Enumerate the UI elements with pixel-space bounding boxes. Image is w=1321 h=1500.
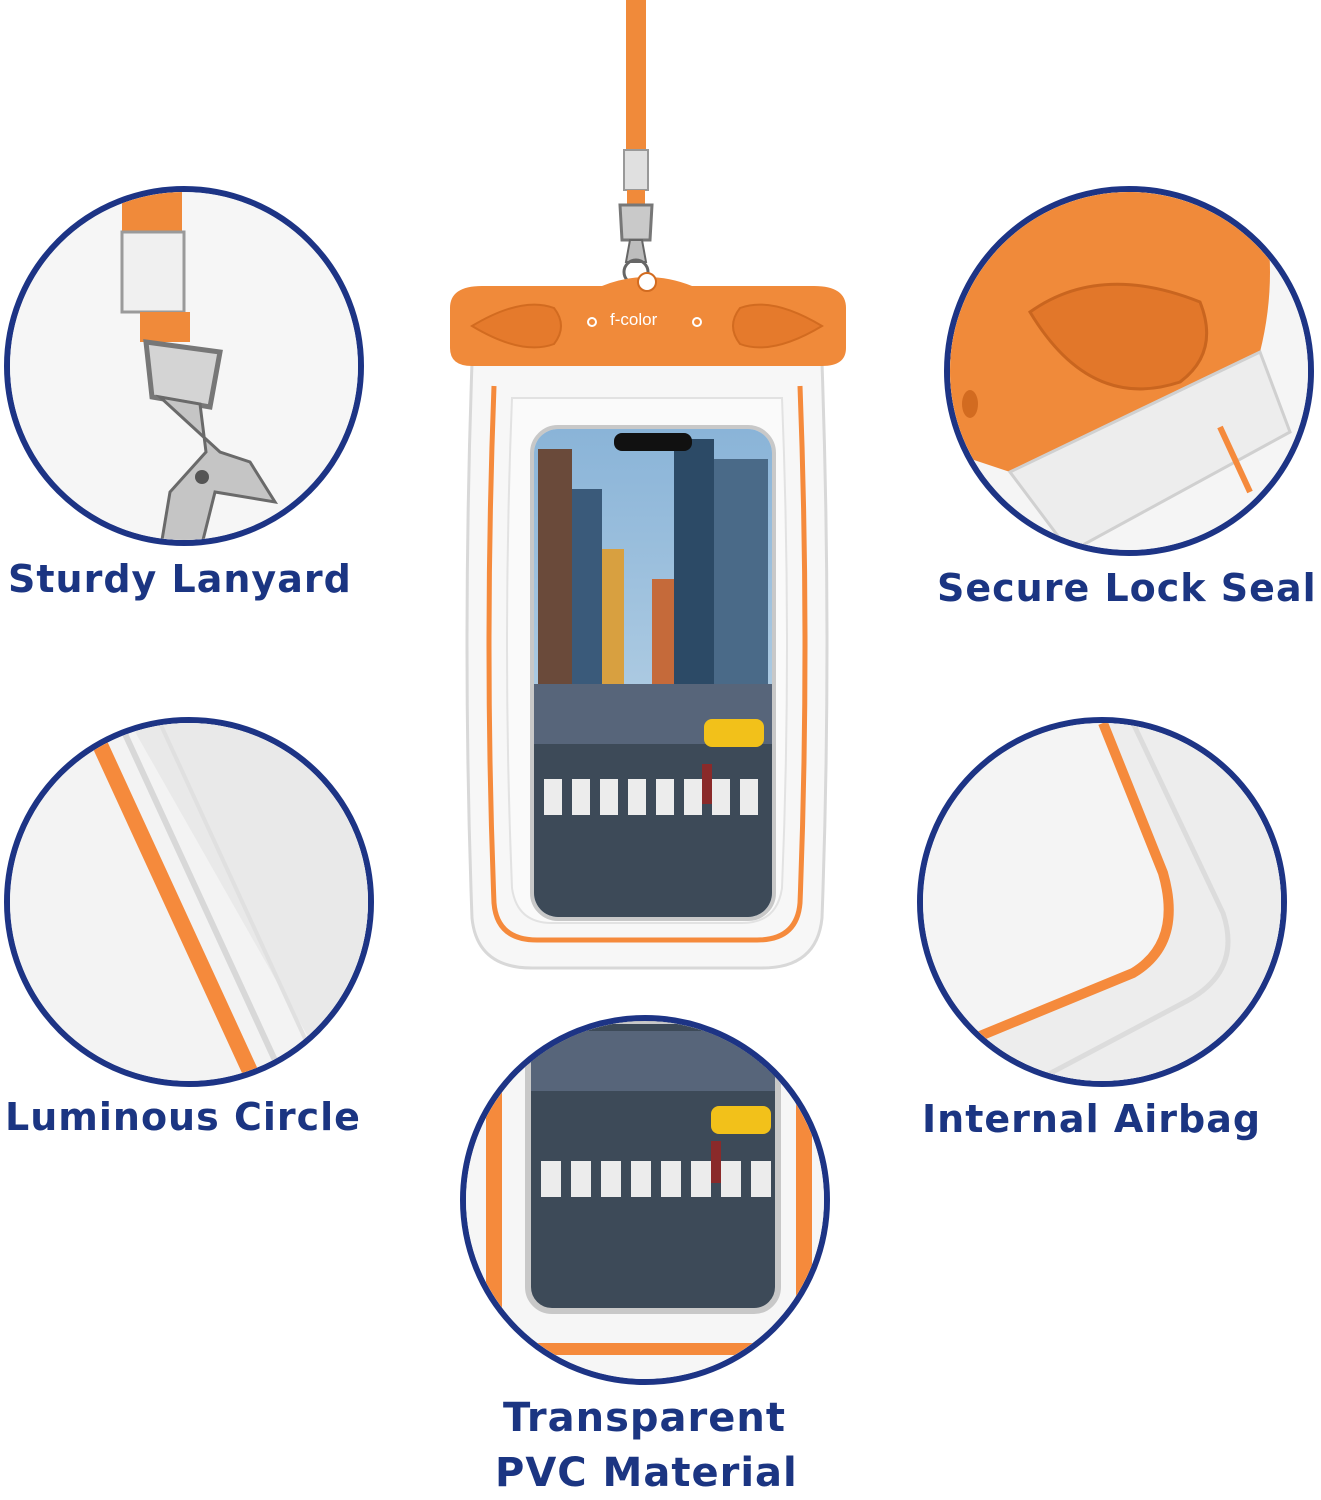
feature-label-lanyard: Sturdy Lanyard <box>8 557 352 601</box>
feature-label-airbag: Internal Airbag <box>922 1097 1262 1141</box>
feature-label-material-1: Transparent <box>503 1395 786 1441</box>
lock-seal-closeup <box>944 186 1314 556</box>
brand-logo: f-color <box>610 310 658 329</box>
airbag-closeup <box>917 717 1287 1087</box>
feature-label-material-2: PVC Material <box>495 1450 798 1496</box>
luminous-closeup <box>4 717 374 1087</box>
phone-screen <box>530 425 776 921</box>
pvc-closeup <box>460 1015 830 1385</box>
feature-label-seal: Secure Lock Seal <box>937 566 1317 610</box>
feature-label-luminous: Luminous Circle <box>5 1095 361 1139</box>
lanyard-strap <box>618 0 654 286</box>
lanyard-closeup <box>4 186 364 546</box>
